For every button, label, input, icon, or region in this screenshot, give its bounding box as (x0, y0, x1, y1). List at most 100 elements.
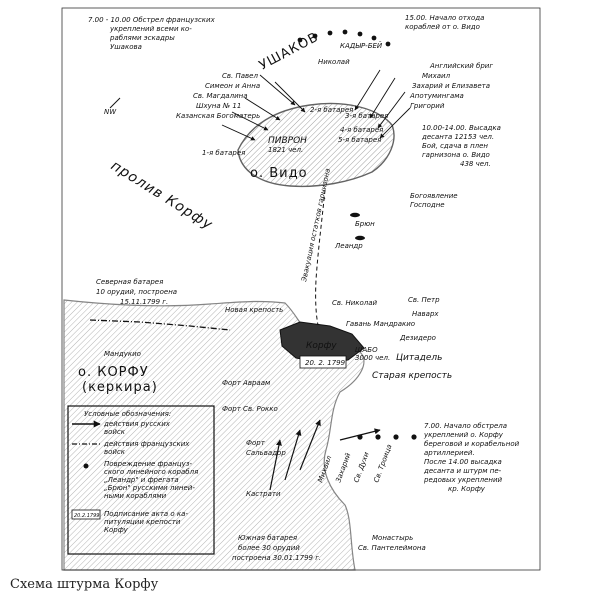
label-kadyr-bey: КАДЫР-БЕЙ (340, 41, 383, 50)
label-bogoyavlenie-1: Богоявление (410, 192, 458, 200)
label-mandukio: Мандукио (104, 350, 141, 358)
note-top-left-3: раблями эскадры (109, 34, 175, 42)
note-south-1: 7.00. Начало обстрела (424, 422, 507, 430)
legend-french-2: войск (104, 448, 126, 456)
label-battery2: 2-я батарея (310, 106, 353, 114)
figure-caption: Схема штурма Корфу (10, 577, 159, 592)
label-north-battery-2: 10 орудий, построена (96, 288, 177, 296)
note-landing-1: 10.00-14.00. Высадка (422, 124, 501, 132)
legend-damage-5: ными кораблями (104, 492, 167, 500)
label-ship-mikhail: Михаил (422, 72, 451, 80)
legend-russian-1: действия русских (103, 420, 171, 428)
note-top-left-1: 7.00 - 10.00 Обстрел французских (88, 16, 216, 24)
label-dezhedero: Дезидеро (399, 334, 436, 342)
note-south-7: редовых укреплений (423, 476, 502, 484)
note-landing-2: десанта 12153 чел. (421, 133, 494, 141)
label-citadel: Цитадель (396, 353, 442, 363)
note-landing-4: гарнизона о. Видо (422, 151, 490, 159)
label-fort-avraam: Форт Авраам (222, 379, 271, 387)
label-monastery-2: Св. Пантелеймона (358, 544, 426, 552)
legend-capitulation-1: Подписание акта о ка- (104, 510, 188, 518)
label-lavron: ПИВРОН (268, 136, 307, 146)
label-sv-petr: Св. Петр (408, 296, 440, 304)
note-top-right-2: кораблей от о. Видо (405, 23, 480, 31)
label-south-sv-troitsa: Св. Троица (372, 443, 393, 483)
note-south-8: кр. Корфу (448, 485, 486, 493)
vido-island (237, 102, 395, 188)
note-south-4: артиллерией. (424, 449, 475, 457)
legend-capitulation-3: Корфу (104, 526, 129, 534)
label-ushakov: УШАКОВ (257, 30, 322, 74)
legend-box (67, 405, 215, 555)
label-fort-rocco: Форт Св. Рокко (222, 405, 278, 413)
label-bogoyavlenie-2: Господне (410, 201, 445, 209)
label-ship-grigory: Григорий (410, 102, 445, 110)
label-brig-english: Английский бриг (429, 62, 493, 70)
label-old-fortress: Старая крепость (372, 371, 452, 381)
label-corfu-city: Корфу (306, 341, 337, 351)
label-ship-apostol: Апотумингама (409, 92, 464, 100)
legend-damage-2: ского линейного корабля (104, 468, 198, 476)
label-south-zakhary: Захарий (334, 452, 352, 484)
label-mandracchio: Гавань Мандракио (346, 320, 415, 328)
label-battery5: 5-я батарея (338, 136, 381, 144)
russian-ship-lines-north (221, 69, 411, 141)
note-top-right-1: 15.00. Начало отхода (405, 14, 484, 22)
label-fort-salvador-2: Сальвадор (246, 449, 286, 457)
legend-damage-3: „Леандр" и фрегата (104, 476, 179, 484)
label-battery4: 4-я батарея (340, 126, 383, 134)
label-ship-pavel: Св. Павел (222, 72, 258, 80)
label-monastery-1: Монастырь (372, 534, 413, 542)
label-north-battery-3: 15.11.1799 г. (120, 298, 168, 306)
label-south-battery-1: Южная батарея (238, 534, 297, 542)
label-fort-salvador-1: Форт (246, 439, 266, 447)
legend-damage-1: Повреждение француз- (104, 460, 192, 468)
legend: Условные обозначения: действия русских в… (67, 405, 215, 555)
note-south-5: После 14.00 высадка (424, 458, 502, 466)
note-landing-5: 438 чел. (460, 160, 491, 168)
label-surrender-date: 20. 2. 1799 (305, 359, 346, 367)
label-ship-nikolai: Николай (318, 58, 350, 66)
label-sv-nikolai: Св. Николай (332, 299, 378, 307)
label-strait: пролив Корфу (108, 158, 216, 234)
legend-stamp-date: 20.2.1799 (74, 513, 99, 519)
evacuation-route (315, 189, 326, 326)
note-south-3: береговой и корабельной (424, 440, 520, 448)
label-bryun: Брюн (355, 220, 375, 228)
ship-row-south (357, 434, 417, 440)
legend-french-1: действия французских (103, 440, 190, 448)
note-south-6: десанта и штурм пе- (423, 467, 502, 475)
note-landing-3: Бой, сдача в плен (422, 142, 488, 150)
legend-damage-4: „Брюн" русскими линей- (104, 484, 195, 492)
legend-stamp-box (71, 509, 101, 520)
label-chabot: ШАБО (355, 346, 378, 354)
legend-damage-symbol (83, 463, 89, 469)
surrender-date-box (299, 355, 347, 369)
label-leandr: Леандр (334, 242, 363, 250)
label-battery3: 3-я батарея (345, 112, 388, 120)
label-south-battery-2: более 30 орудий (238, 544, 300, 552)
compass-label: NW (104, 108, 117, 116)
map-labels: 7.00 - 10.00 Обстрел французских укрепле… (78, 14, 520, 562)
label-ship-shkhuna: Шхуна № 11 (196, 102, 241, 110)
label-ship-magdalina: Св. Магдалина (193, 92, 248, 100)
compass-nw: NW (104, 97, 121, 116)
russian-troop-arrows-south (269, 419, 381, 491)
ship-row-ushakov (297, 29, 391, 47)
label-vido: о. Видо (250, 166, 308, 181)
french-ships (350, 212, 365, 241)
corfu-fortress (279, 321, 365, 363)
label-north-battery-1: Северная батарея (96, 278, 163, 286)
label-lavron-count: 1821 чел. (268, 146, 303, 154)
note-top-left-4: Ушакова (110, 43, 142, 51)
french-action-line (89, 319, 231, 331)
label-navarkhia: Наварх (412, 310, 439, 318)
label-ship-kazan: Казанская Богоматерь (176, 112, 260, 120)
label-kerkira: (керкира) (82, 380, 158, 395)
label-ship-simeon: Симеон и Анна (205, 82, 260, 90)
label-kastrati: Кастрати (246, 490, 281, 498)
label-battery1: 1-я батарея (202, 149, 245, 157)
label-chabot-count: 3000 чел. (355, 354, 390, 362)
legend-title: Условные обозначения: (84, 410, 171, 418)
